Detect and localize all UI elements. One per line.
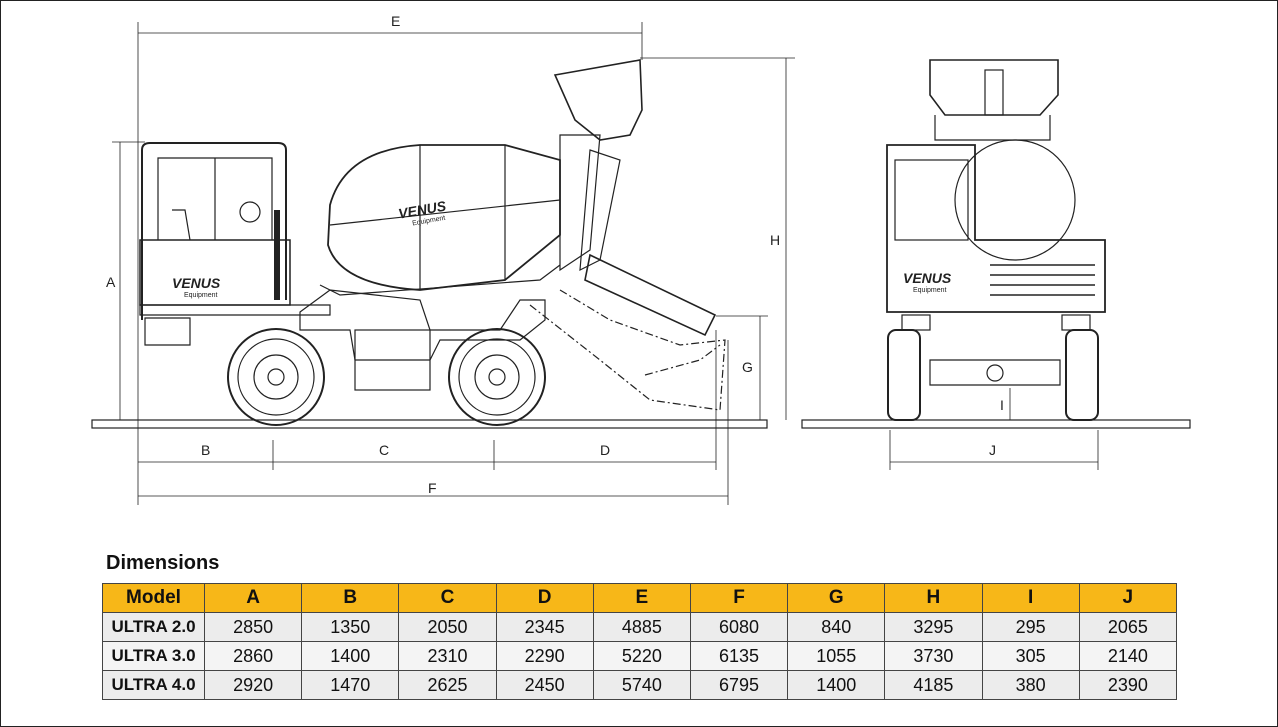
header-b: B [301,583,400,613]
cell-model: ULTRA 3.0 [102,641,205,671]
dim-label-h: H [770,232,780,248]
dim-label-a: A [106,274,116,290]
dim-label-c: C [379,442,389,458]
technical-drawing: VENUS Equipment VENUS Equipment VENUS Eq… [91,13,1191,505]
table-cell: 2860 [203,641,303,671]
header-f: F [689,583,789,613]
table-cell: 2625 [398,670,497,700]
header-h: H [884,583,983,613]
logo-drum: VENUS Equipment [397,197,448,227]
table-cell: 1470 [301,670,400,700]
table-cell: 2065 [1078,612,1178,642]
svg-text:VENUS: VENUS [903,270,952,286]
table-cell: 1400 [787,670,886,700]
table-cell: 2140 [1078,641,1178,671]
dim-label-f: F [428,480,437,496]
table-cell: 5220 [592,641,691,671]
table-cell: 2345 [495,612,594,642]
table-cell: 6795 [689,670,789,700]
logo-front: VENUS Equipment [903,270,952,294]
table-cell: 6080 [689,612,789,642]
header-model: Model [102,583,205,613]
dim-label-d: D [600,442,610,458]
table-cell: 5740 [592,670,691,700]
table-header-row: Model A B C D E F G H I J [102,583,1178,613]
table-cell: 1350 [301,612,400,642]
cell-model: ULTRA 2.0 [102,612,205,642]
dimensions-table: Model A B C D E F G H I J ULTRA 2.0 2850… [102,583,1178,700]
header-d: D [495,583,594,613]
ground-plate-front [801,419,1191,429]
table-cell: 305 [981,641,1080,671]
header-a: A [203,583,303,613]
table-cell: 1400 [301,641,400,671]
table-cell: 295 [981,612,1080,642]
dim-label-e: E [391,13,400,29]
dim-label-g: G [742,359,753,375]
wheel-front-side [448,328,546,426]
header-c: C [398,583,497,613]
table-cell: 2390 [1078,670,1178,700]
table-cell: 2290 [495,641,594,671]
header-j: J [1078,583,1178,613]
table-cell: 2450 [495,670,594,700]
ground-plate-side [91,419,768,429]
table-cell: 2310 [398,641,497,671]
header-g: G [787,583,886,613]
table-cell: 380 [981,670,1080,700]
table-row: ULTRA 2.0 2850 1350 2050 2345 4885 6080 … [102,612,1178,642]
section-title: Dimensions [106,552,220,574]
svg-text:Equipment: Equipment [184,292,218,299]
table-row: ULTRA 3.0 2860 1400 2310 2290 5220 6135 … [102,641,1178,671]
table-cell: 3295 [884,612,983,642]
logo-cab: VENUS Equipment [172,275,221,299]
table-cell: 2050 [398,612,497,642]
cell-model: ULTRA 4.0 [102,670,205,700]
wheel-rear-side [227,328,325,426]
table-cell: 6135 [689,641,789,671]
table-cell: 2920 [203,670,303,700]
table-cell: 3730 [884,641,983,671]
dim-label-i: I [1000,397,1004,413]
table-cell: 2850 [203,612,303,642]
table-cell: 1055 [787,641,886,671]
table-row: ULTRA 4.0 2920 1470 2625 2450 5740 6795 … [102,670,1178,700]
svg-text:VENUS: VENUS [172,275,221,291]
dim-label-j: J [989,442,996,458]
header-e: E [592,583,691,613]
table-cell: 4185 [884,670,983,700]
table-cell: 4885 [592,612,691,642]
dim-label-b: B [201,442,210,458]
header-i: I [981,583,1080,613]
svg-text:Equipment: Equipment [913,287,947,294]
table-cell: 840 [787,612,886,642]
